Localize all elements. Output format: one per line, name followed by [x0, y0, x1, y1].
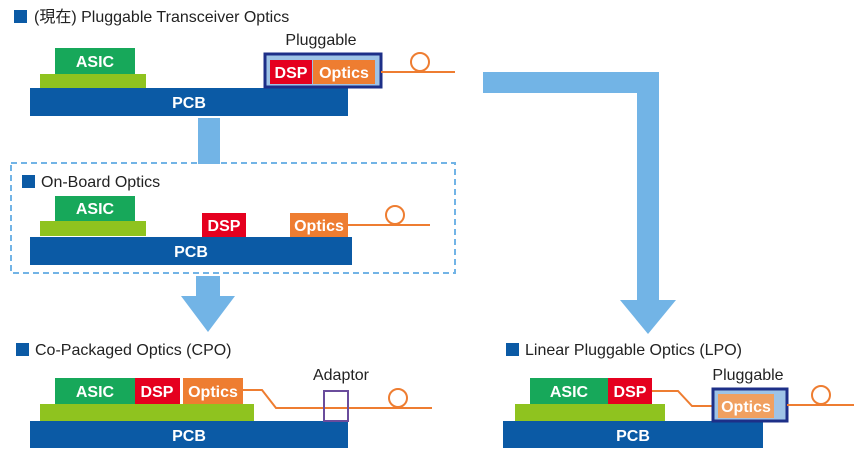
electrical-trace [652, 390, 714, 407]
bullet-icon [506, 343, 519, 356]
pcb-board [30, 88, 348, 116]
fiber-icon [787, 385, 854, 406]
dsp-chip [608, 378, 652, 404]
pluggable-caption: Pluggable [285, 32, 356, 49]
optics-label: Optics [319, 65, 369, 82]
asic-chip [55, 196, 135, 221]
adaptor-box [323, 390, 349, 422]
optics-label: Optics [294, 218, 344, 235]
optics-chip [290, 213, 348, 237]
optics-chip [183, 378, 243, 404]
arrow-connector-top [198, 118, 220, 164]
asic-chip [55, 48, 135, 74]
asic-chip [55, 378, 135, 404]
substrate [40, 221, 146, 236]
bullet-icon [16, 343, 29, 356]
pcb-board [30, 237, 352, 265]
optics-chip [313, 60, 375, 84]
section-cpo: Co-Packaged Optics (CPO) ASIC DSP Optics… [16, 342, 432, 448]
section-onboard: On-Board Optics ASIC DSP Optics PCB [10, 162, 456, 274]
asic-label: ASIC [76, 54, 115, 71]
dsp-label: DSP [208, 218, 241, 235]
dsp-label: DSP [141, 384, 174, 401]
pcb-label: PCB [616, 428, 650, 445]
substrate [515, 404, 665, 421]
fiber-icon [381, 52, 455, 73]
pcb-label: PCB [172, 95, 206, 112]
dashed-frame [10, 162, 456, 274]
asic-label: ASIC [76, 384, 115, 401]
flow-arrows [181, 72, 676, 334]
asic-label: ASIC [76, 201, 115, 218]
section-lpo: Linear Pluggable Optics (LPO) ASIC DSP P… [503, 342, 854, 448]
dsp-chip [270, 60, 312, 84]
section-title: On-Board Optics [41, 174, 160, 191]
optics-label: Optics [721, 399, 771, 416]
bullet-icon [22, 175, 35, 188]
pluggable-caption: Pluggable [712, 367, 783, 384]
fiber-icon [243, 388, 432, 409]
dsp-chip [202, 213, 246, 237]
asic-label: ASIC [550, 384, 589, 401]
section-title: Co-Packaged Optics (CPO) [35, 342, 232, 359]
section-title: (現在) Pluggable Transceiver Optics [34, 8, 289, 26]
pcb-board [503, 421, 763, 448]
pcb-board [30, 421, 348, 448]
optics-label: Optics [188, 384, 238, 401]
pcb-label: PCB [174, 244, 208, 261]
section-title: Linear Pluggable Optics (LPO) [525, 342, 742, 359]
dsp-label: DSP [275, 65, 308, 82]
pcb-label: PCB [172, 428, 206, 445]
adaptor-caption: Adaptor [313, 367, 370, 384]
substrate [40, 74, 146, 88]
optics-chip [718, 394, 774, 418]
arrow-down-to-cpo [181, 276, 235, 332]
bullet-icon [14, 10, 27, 23]
dsp-chip [135, 378, 180, 404]
arrow-elbow-to-lpo [483, 72, 676, 334]
substrate [40, 404, 254, 421]
section-pluggable: (現在) Pluggable Transceiver Optics ASIC P… [14, 8, 455, 116]
fiber-icon [348, 205, 430, 226]
dsp-label: DSP [614, 384, 647, 401]
asic-chip [530, 378, 608, 404]
